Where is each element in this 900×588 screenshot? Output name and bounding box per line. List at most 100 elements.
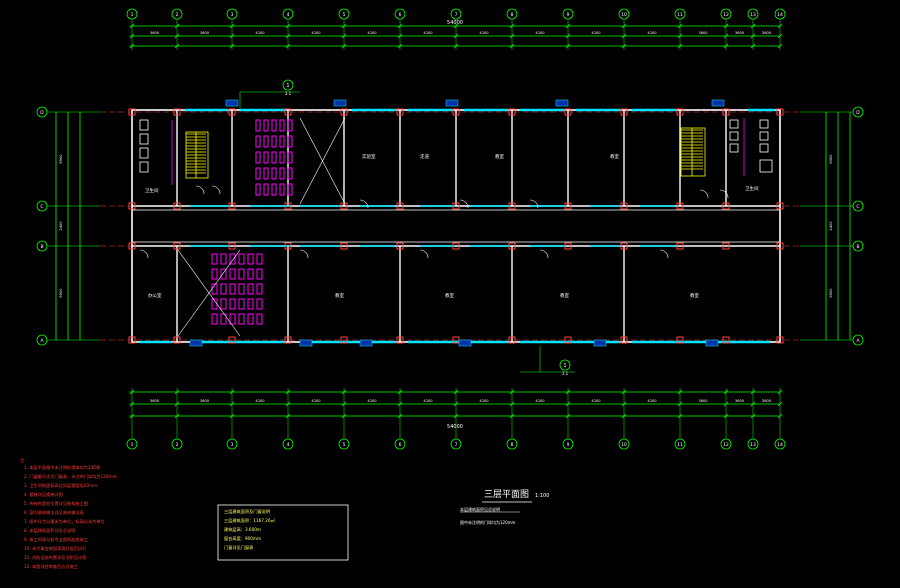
window-tag (299, 339, 313, 347)
axis-label-10: 10 (621, 442, 627, 448)
room-label-corridor: 走道 (420, 153, 429, 160)
notes-heading: 注： (20, 457, 28, 464)
top-overall-dimension: 54000 (447, 20, 463, 26)
toilet-fixtures (139, 118, 773, 185)
svg-text:1: 1 (286, 83, 289, 89)
axis-label-12: 12 (723, 442, 729, 448)
segment-dimension: 3600 (762, 399, 772, 403)
window-tags (189, 99, 725, 347)
room-label-classroom-3: 教室 (335, 292, 344, 299)
segment-dimension: 4200 (479, 399, 489, 403)
detail-callout-top: 1 3.1 (239, 79, 300, 108)
classroom-desks (211, 119, 293, 325)
axis-label-7: 7 (455, 442, 458, 448)
segment-dimension: 4200 (311, 399, 321, 403)
note-line: 2. 门窗编号详见门窗表，未注明门垛均为120mm (24, 473, 117, 480)
segment-dimension: 4200 (367, 399, 377, 403)
staircases (185, 127, 706, 179)
axis-label-2: 2 (176, 12, 179, 18)
segment-dimension: 4200 (535, 31, 545, 35)
axis-label-11: 11 (677, 12, 683, 18)
row-label-C: C (856, 204, 859, 210)
title-note-1: 本层建筑面积见总说明 (460, 506, 500, 512)
bottom-overall-dimension: 54000 (447, 424, 463, 430)
room-label-toilet-2: 卫生间 (745, 185, 759, 192)
axis-label-10: 10 (621, 12, 627, 18)
row-label-B: B (856, 244, 859, 250)
axis-label-14: 14 (777, 442, 783, 448)
legend-line: 三层建筑面积：1167.26㎡ (224, 517, 276, 524)
axis-label-2: 2 (176, 442, 179, 448)
drawing-title: 三层平面图 (484, 489, 529, 500)
room-label-lab: 实验室 (362, 153, 376, 160)
segment-dimension: 4200 (647, 31, 657, 35)
window-tag (359, 339, 373, 347)
axis-label-1: 1 (131, 442, 134, 448)
axis-label-7: 7 (455, 12, 458, 18)
window-openings (140, 108, 775, 344)
side-dimension: 6900 (829, 154, 833, 164)
room-label-office: 办公室 (148, 292, 162, 299)
note-line: 6. 室内装修做法详见装修做法表 (24, 509, 85, 516)
note-line: 7. 图中尺寸以毫米为单位，标高以米为单位 (24, 518, 105, 525)
segment-dimension: 4200 (423, 31, 433, 35)
axis-label-13: 13 (750, 442, 756, 448)
axis-label-1: 1 (131, 12, 134, 18)
legend-line: 窗台高度：900mm (224, 535, 261, 542)
title-note-2: 图中未注明的门垛均为120mm (460, 519, 516, 525)
segment-dimension: 4200 (255, 31, 265, 35)
note-line: 11. 消防设施布置详见消防设计图 (24, 554, 86, 561)
segment-dimension: 3600 (200, 31, 210, 35)
room-label-classroom-5: 教室 (560, 292, 569, 299)
note-line: 8. 本层建筑面积详见总说明 (24, 527, 75, 534)
axis-label-6: 6 (399, 442, 402, 448)
room-label-classroom-4: 教室 (445, 292, 454, 299)
axis-label-8: 8 (511, 12, 514, 18)
svg-text:3.1: 3.1 (562, 371, 569, 376)
window-tag (445, 99, 459, 107)
note-line: 1. 本层平面图中未注明的墙体均为240厚 (24, 464, 100, 471)
axis-label-5: 5 (343, 12, 346, 18)
window-tag (333, 99, 347, 107)
structural-columns (128, 108, 784, 344)
svg-text:3.1: 3.1 (285, 91, 292, 96)
axis-label-3: 3 (231, 12, 234, 18)
partition-walls (176, 110, 727, 342)
segment-dimension: 4200 (535, 399, 545, 403)
room-label-classroom-6: 教室 (690, 292, 699, 299)
axis-label-9: 9 (567, 12, 570, 18)
segment-dimension: 3600 (735, 399, 745, 403)
legend-line: 三层建筑面积及门窗说明 (224, 508, 270, 515)
segment-dimension: 3600 (762, 31, 772, 35)
segment-dimension: 4200 (367, 31, 377, 35)
room-label-toilet-1: 卫生间 (145, 187, 159, 194)
window-tag (225, 99, 239, 107)
segment-dimension: 3600 (698, 399, 708, 403)
window-tag (458, 339, 472, 347)
row-label-A: A (856, 338, 860, 344)
dimension-ticks: 3600 3600 3600 3600 4200 4200 4200 4200 4200 4200… (59, 23, 833, 419)
window-tag (593, 339, 607, 347)
segment-dimension: 4200 (423, 399, 433, 403)
side-dimension: 6900 (59, 288, 63, 298)
segment-dimension: 3600 (735, 31, 745, 35)
axis-label-8: 8 (511, 442, 514, 448)
note-line: 10. 未尽事宜按国家现行规范执行 (24, 545, 86, 552)
side-dimension: 2400 (59, 221, 63, 231)
axis-label-3: 3 (231, 442, 234, 448)
row-label-C: C (40, 204, 43, 210)
segment-dimension: 4200 (311, 31, 321, 35)
axis-label-5: 5 (343, 442, 346, 448)
window-tag (711, 99, 725, 107)
row-label-A: A (40, 338, 44, 344)
segment-dimension: 3600 (698, 31, 708, 35)
axis-label-11: 11 (677, 442, 683, 448)
row-label-D: D (40, 110, 44, 116)
note-line: 3. 卫生间地面标高比同层楼面低20mm (24, 482, 97, 489)
segment-dimension: 4200 (591, 399, 601, 403)
legend-line: 建筑层高：3.600m (224, 526, 261, 533)
side-dimension: 6900 (59, 154, 63, 164)
